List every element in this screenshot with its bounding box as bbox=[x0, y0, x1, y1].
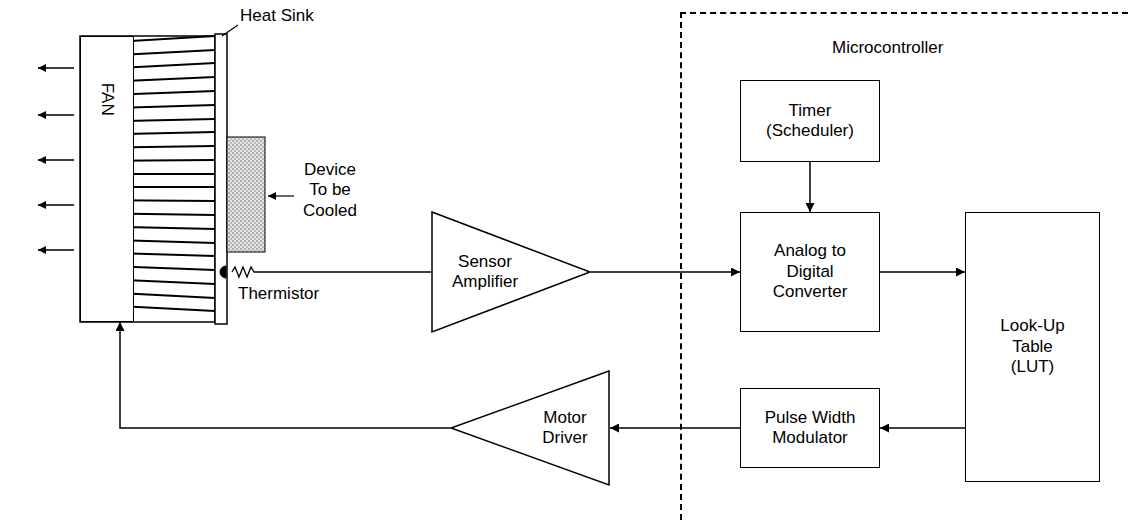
process-box: Look-Up Table (LUT) bbox=[965, 212, 1100, 482]
microcontroller-region: Timer (Scheduler) Analog to Digital Conve… bbox=[680, 12, 1128, 520]
node-label: Look-Up Table (LUT) bbox=[993, 316, 1073, 377]
airflow-arrows bbox=[38, 68, 74, 250]
node-label: Sensor Amplifier bbox=[445, 252, 525, 293]
fan-box: FAN bbox=[80, 36, 134, 322]
signal-arrow bbox=[591, 271, 740, 273]
process-box: Pulse Width Modulator bbox=[740, 388, 880, 468]
amplifier-triangle: Sensor Amplifier bbox=[431, 211, 591, 333]
triangle-shape bbox=[451, 371, 609, 485]
region-heading: Microcontroller bbox=[832, 38, 943, 58]
part-name: Heat Sink bbox=[240, 6, 314, 26]
triangle-shape bbox=[432, 212, 590, 332]
process-box: Analog to Digital Converter bbox=[740, 212, 880, 332]
heat-sink-outline bbox=[80, 36, 215, 322]
signal-arrow bbox=[120, 322, 450, 428]
signal-arrow bbox=[880, 427, 965, 429]
thermistor-symbol bbox=[220, 266, 226, 278]
node-label: FAN bbox=[81, 89, 133, 109]
node-label: Analog to Digital Converter bbox=[760, 241, 860, 302]
part-name: Device To be Cooled bbox=[298, 160, 362, 221]
cooled-device bbox=[227, 137, 265, 252]
resistor-symbol bbox=[232, 267, 258, 277]
heat-sink-leader bbox=[222, 25, 238, 36]
driver-triangle: Motor Driver bbox=[450, 370, 610, 486]
device-pointer bbox=[268, 195, 294, 196]
signal-arrow bbox=[880, 271, 965, 273]
process-box: Timer (Scheduler) bbox=[740, 80, 880, 162]
node-label: Timer (Scheduler) bbox=[760, 101, 860, 142]
signal-arrow bbox=[610, 427, 740, 429]
node-label: Pulse Width Modulator bbox=[760, 408, 860, 449]
signal-arrow bbox=[809, 162, 811, 212]
part-name: Thermistor bbox=[238, 284, 319, 304]
node-label: Motor Driver bbox=[534, 408, 596, 449]
heat-sink-plate bbox=[215, 34, 227, 324]
sensor-wire bbox=[258, 271, 431, 273]
